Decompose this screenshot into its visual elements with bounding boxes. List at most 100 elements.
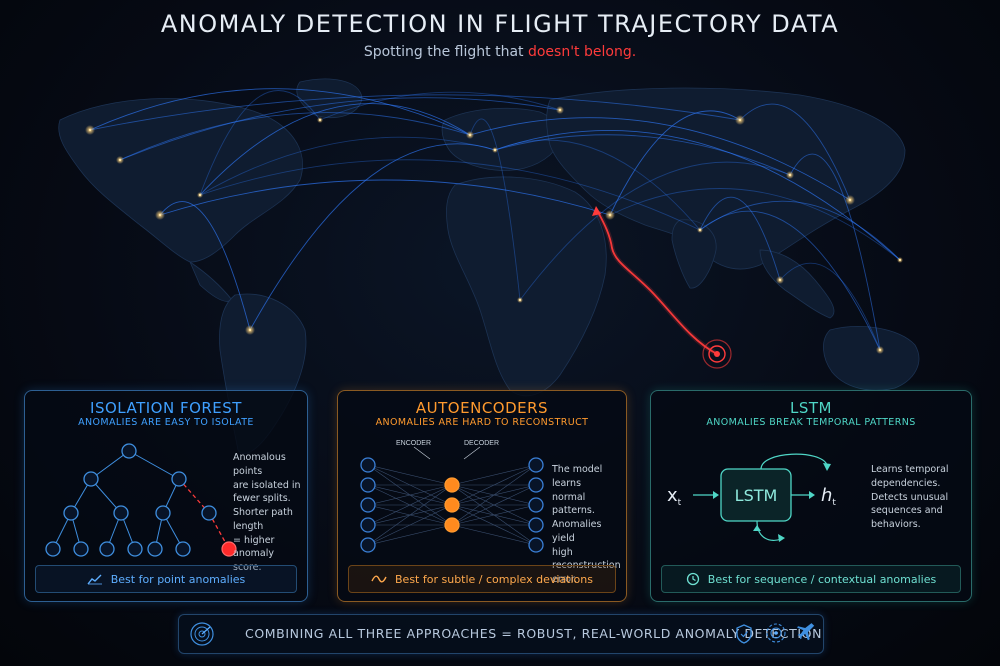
city-light (88, 128, 92, 132)
city-light (848, 198, 852, 202)
lstm-footer-text: Best for sequence / contextual anomalies (707, 572, 937, 586)
network-edge (367, 524, 453, 546)
summary-banner: COMBINING ALL THREE APPROACHES = ROBUST,… (178, 614, 824, 654)
city-light (698, 228, 702, 232)
description-line: = higher anomaly (233, 534, 275, 560)
network-node (360, 497, 376, 513)
isolation-forest-footer: Best for point anomalies (35, 565, 297, 593)
recurrent-feedback-arrow (756, 520, 782, 542)
flight-route (199, 159, 701, 231)
network-node (528, 537, 544, 553)
flight-route (469, 117, 851, 201)
isolation-forest-panel: ISOLATION FOREST Anomalies are easy to i… (24, 390, 308, 602)
tree-leaf (127, 541, 143, 557)
airplane-icon (797, 623, 815, 641)
arrow-head-icon (753, 525, 761, 531)
autoencoders-panel: AUTOENCODERS Anomalies are hard to recon… (337, 390, 627, 602)
autoencoders-subtitle: Anomalies are hard to reconstruct (375, 417, 589, 428)
arrow-head-icon (713, 491, 719, 499)
continents (58, 78, 920, 454)
city-light (468, 133, 472, 137)
description-line: behaviors. (871, 519, 921, 531)
encoder-label: ENCODER (396, 440, 431, 447)
isolation-forest-subtitle: Anomalies are easy to isolate (78, 417, 254, 428)
flight-route (494, 129, 901, 261)
network-edge (367, 484, 453, 506)
description-line: dependencies. (871, 477, 941, 489)
anomalous-route (597, 211, 718, 355)
flight-route (699, 196, 781, 281)
flight-routes (89, 88, 901, 351)
flight-route (494, 134, 791, 176)
anomalous-flight (592, 206, 732, 369)
tree-node (83, 471, 99, 487)
network-node (528, 497, 544, 513)
anomalous-leaf (221, 541, 237, 557)
australia (823, 326, 920, 391)
network-edge (451, 504, 537, 526)
anomaly-target-center (714, 351, 720, 357)
network-edge (367, 464, 453, 486)
city-light (318, 118, 322, 122)
network-edge (367, 504, 453, 546)
flight-route (789, 153, 881, 351)
network-edge (451, 484, 537, 526)
city-light (778, 278, 782, 282)
trend-line-icon (87, 574, 102, 585)
lstm-output-label: ht (821, 485, 836, 508)
description-line: normal patterns. (552, 491, 595, 517)
latent-node (444, 477, 460, 493)
tree-node (121, 443, 137, 459)
flight-route (249, 143, 496, 331)
description-line: Anomalous points (233, 452, 286, 477)
shield-icon (736, 624, 752, 644)
description-line: sequences and (871, 505, 943, 517)
city-light (518, 298, 522, 302)
north-america (58, 98, 303, 263)
flight-route (519, 161, 791, 301)
city-light (788, 173, 792, 177)
lstm-title: LSTM (790, 399, 832, 417)
flight-route (89, 88, 471, 136)
flight-route (609, 188, 901, 261)
anomaly-arrow-icon (592, 206, 601, 216)
page-title: ANOMALY DETECTION IN FLIGHT TRAJECTORY D… (160, 10, 840, 38)
network-node (360, 537, 376, 553)
page-subtitle: Spotting the flight that doesn't belong. (0, 44, 1000, 60)
network-node (360, 457, 376, 473)
tree-leaf (99, 541, 115, 557)
autoencoder-network-diagram: ENCODER DECODER (360, 440, 544, 553)
lstm-cell-diagram: xt LSTM ht (667, 453, 836, 542)
lstm-description: Learns temporal dependencies. Detects un… (871, 463, 961, 532)
city-light (608, 213, 612, 217)
decoder-label: DECODER (464, 440, 499, 447)
description-line: The model learns (552, 464, 603, 489)
tree-leaf (147, 541, 163, 557)
description-line: Shorter path length (233, 507, 293, 532)
flight-route (779, 262, 881, 351)
lstm-panel: LSTM Anomalies break temporal patterns x… (650, 390, 972, 602)
network-edge (451, 464, 537, 526)
summary-banner-text: COMBINING ALL THREE APPROACHES = ROBUST,… (245, 626, 823, 641)
description-line: Anomalies yield (552, 519, 602, 544)
network-edge (367, 484, 453, 546)
flight-route (119, 112, 471, 161)
tree-leaf (73, 541, 89, 557)
autoencoders-footer-text: Best for subtle / complex deviations (395, 572, 593, 586)
network-edge (451, 524, 537, 546)
wave-icon (371, 575, 387, 583)
tree-node (113, 505, 129, 521)
arrow-head-icon (778, 534, 785, 542)
city-light (158, 213, 162, 217)
isolation-forest-description: Anomalous points are isolated in fewer s… (233, 451, 305, 575)
flight-route (159, 201, 251, 331)
isolation-forest-footer-text: Best for point anomalies (110, 572, 246, 586)
arrow-head-icon (823, 463, 831, 471)
subtitle-text: Spotting the flight that (363, 44, 528, 60)
city-light (118, 158, 122, 162)
description-line: fewer splits. (233, 493, 291, 505)
flight-route (89, 94, 741, 131)
flight-route (609, 110, 741, 216)
